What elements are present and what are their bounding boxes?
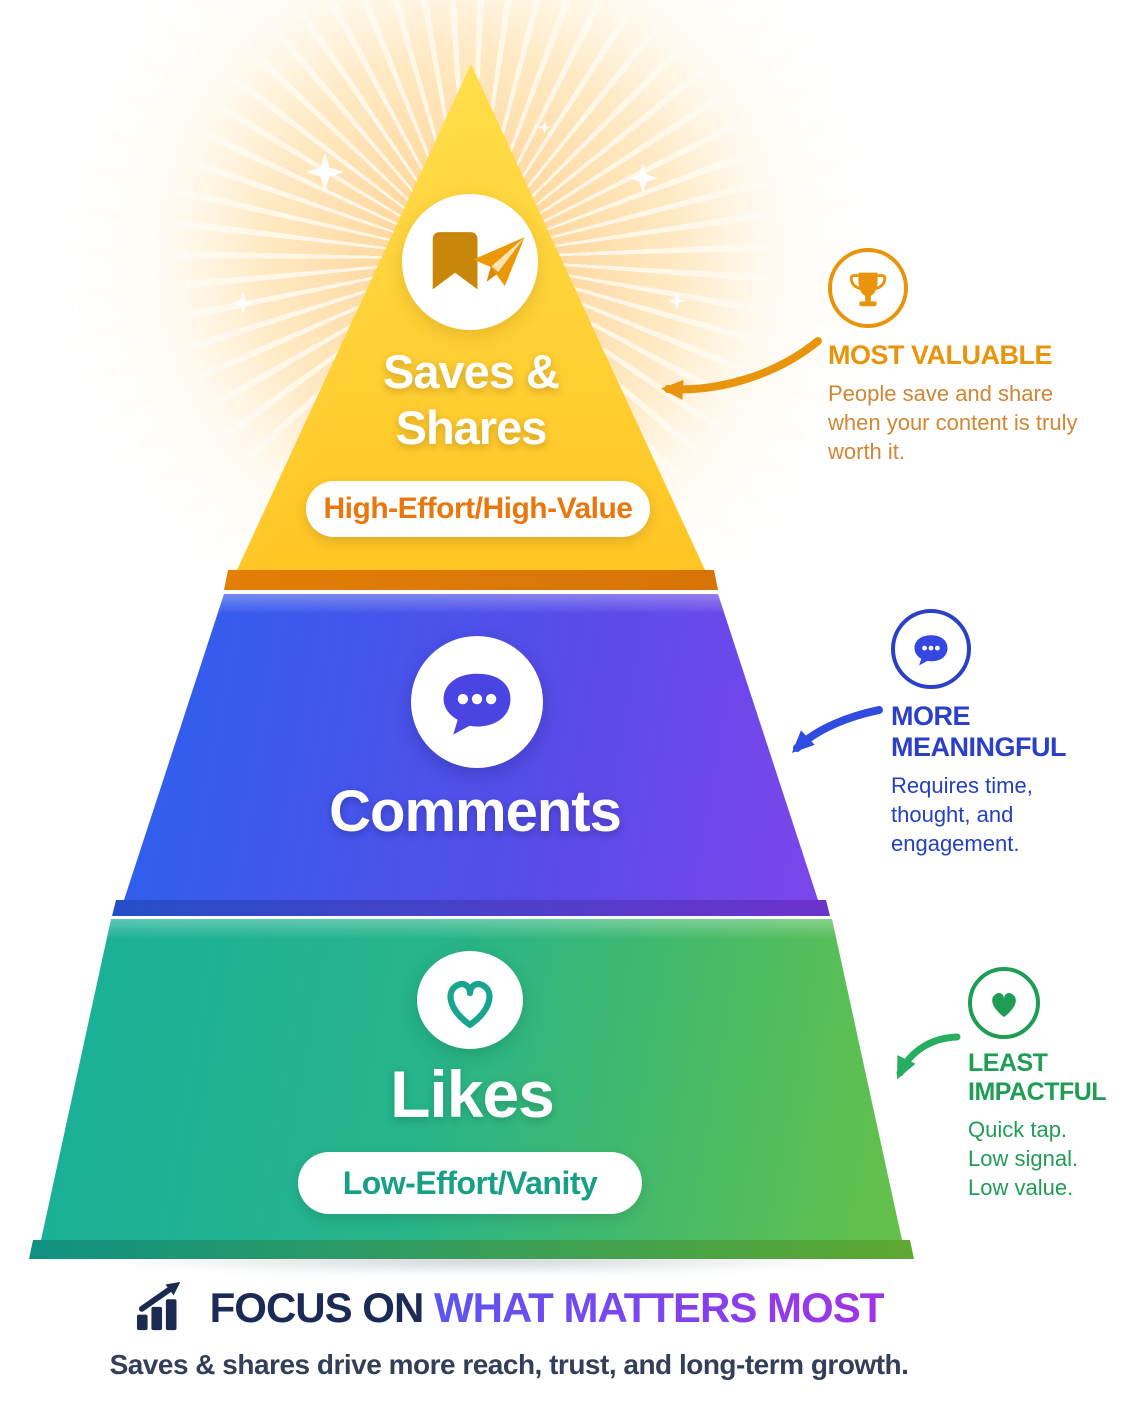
pill-label: Low-Effort/Vanity [342, 1164, 598, 1201]
tier-title-line: Likes [390, 1057, 555, 1131]
tier-title-line: Comments [329, 779, 622, 844]
chat-bubble-icon [891, 609, 971, 689]
heart-icon [968, 967, 1040, 1039]
annotation-title: LEAST IMPACTFUL [968, 1049, 1107, 1106]
annotation-body: Requires time, thought, and engagement. [891, 773, 1033, 856]
trophy-icon [828, 248, 908, 328]
footer-title-prefix: FOCUS ON [209, 1283, 434, 1331]
pill-label: High-Effort/High-Value [323, 492, 633, 525]
bookmark-share-icon [402, 194, 538, 330]
annotation-title: MOST VALUABLE [828, 340, 1053, 370]
curved-arrow-icon [896, 1033, 961, 1080]
annotation-body: Quick tap. Low signal. Low value. [968, 1117, 1079, 1200]
annotation-least-impactful: LEAST IMPACTFUL Quick tap. Low signal. L… [968, 967, 1122, 1202]
footer: FOCUS ON WHAT MATTERS MOST Saves & share… [0, 1278, 1070, 1381]
tier-title-likes: Likes [272, 1060, 672, 1128]
footer-subtitle: Saves & shares drive more reach, trust, … [109, 1349, 909, 1380]
annotation-most-valuable: MOST VALUABLE People save and share when… [828, 248, 1078, 466]
heart-icon [417, 951, 523, 1049]
annotation-body: People save and share when your content … [828, 381, 1078, 464]
annotation-more-meaningful: MORE MEANINGFUL Requires time, thought, … [891, 609, 1086, 858]
tier-title-line: Shares [395, 401, 548, 454]
footer-title: FOCUS ON WHAT MATTERS MOST [209, 1283, 886, 1332]
footer-title-row: FOCUS ON WHAT MATTERS MOST [0, 1278, 1070, 1337]
tier-title-line: Saves & [383, 345, 560, 398]
chat-bubble-icon [411, 636, 543, 768]
annotation-title: MORE MEANINGFUL [891, 701, 1066, 762]
tier-title-saves-shares: Saves & Shares [281, 344, 661, 456]
low-effort-pill: Low-Effort/Vanity [298, 1152, 642, 1214]
footer-title-highlight: WHAT MATTERS MOST [433, 1283, 885, 1331]
high-effort-pill: High-Effort/High-Value [306, 481, 650, 537]
tier-title-comments: Comments [255, 782, 695, 842]
growth-chart-icon [134, 1278, 192, 1337]
